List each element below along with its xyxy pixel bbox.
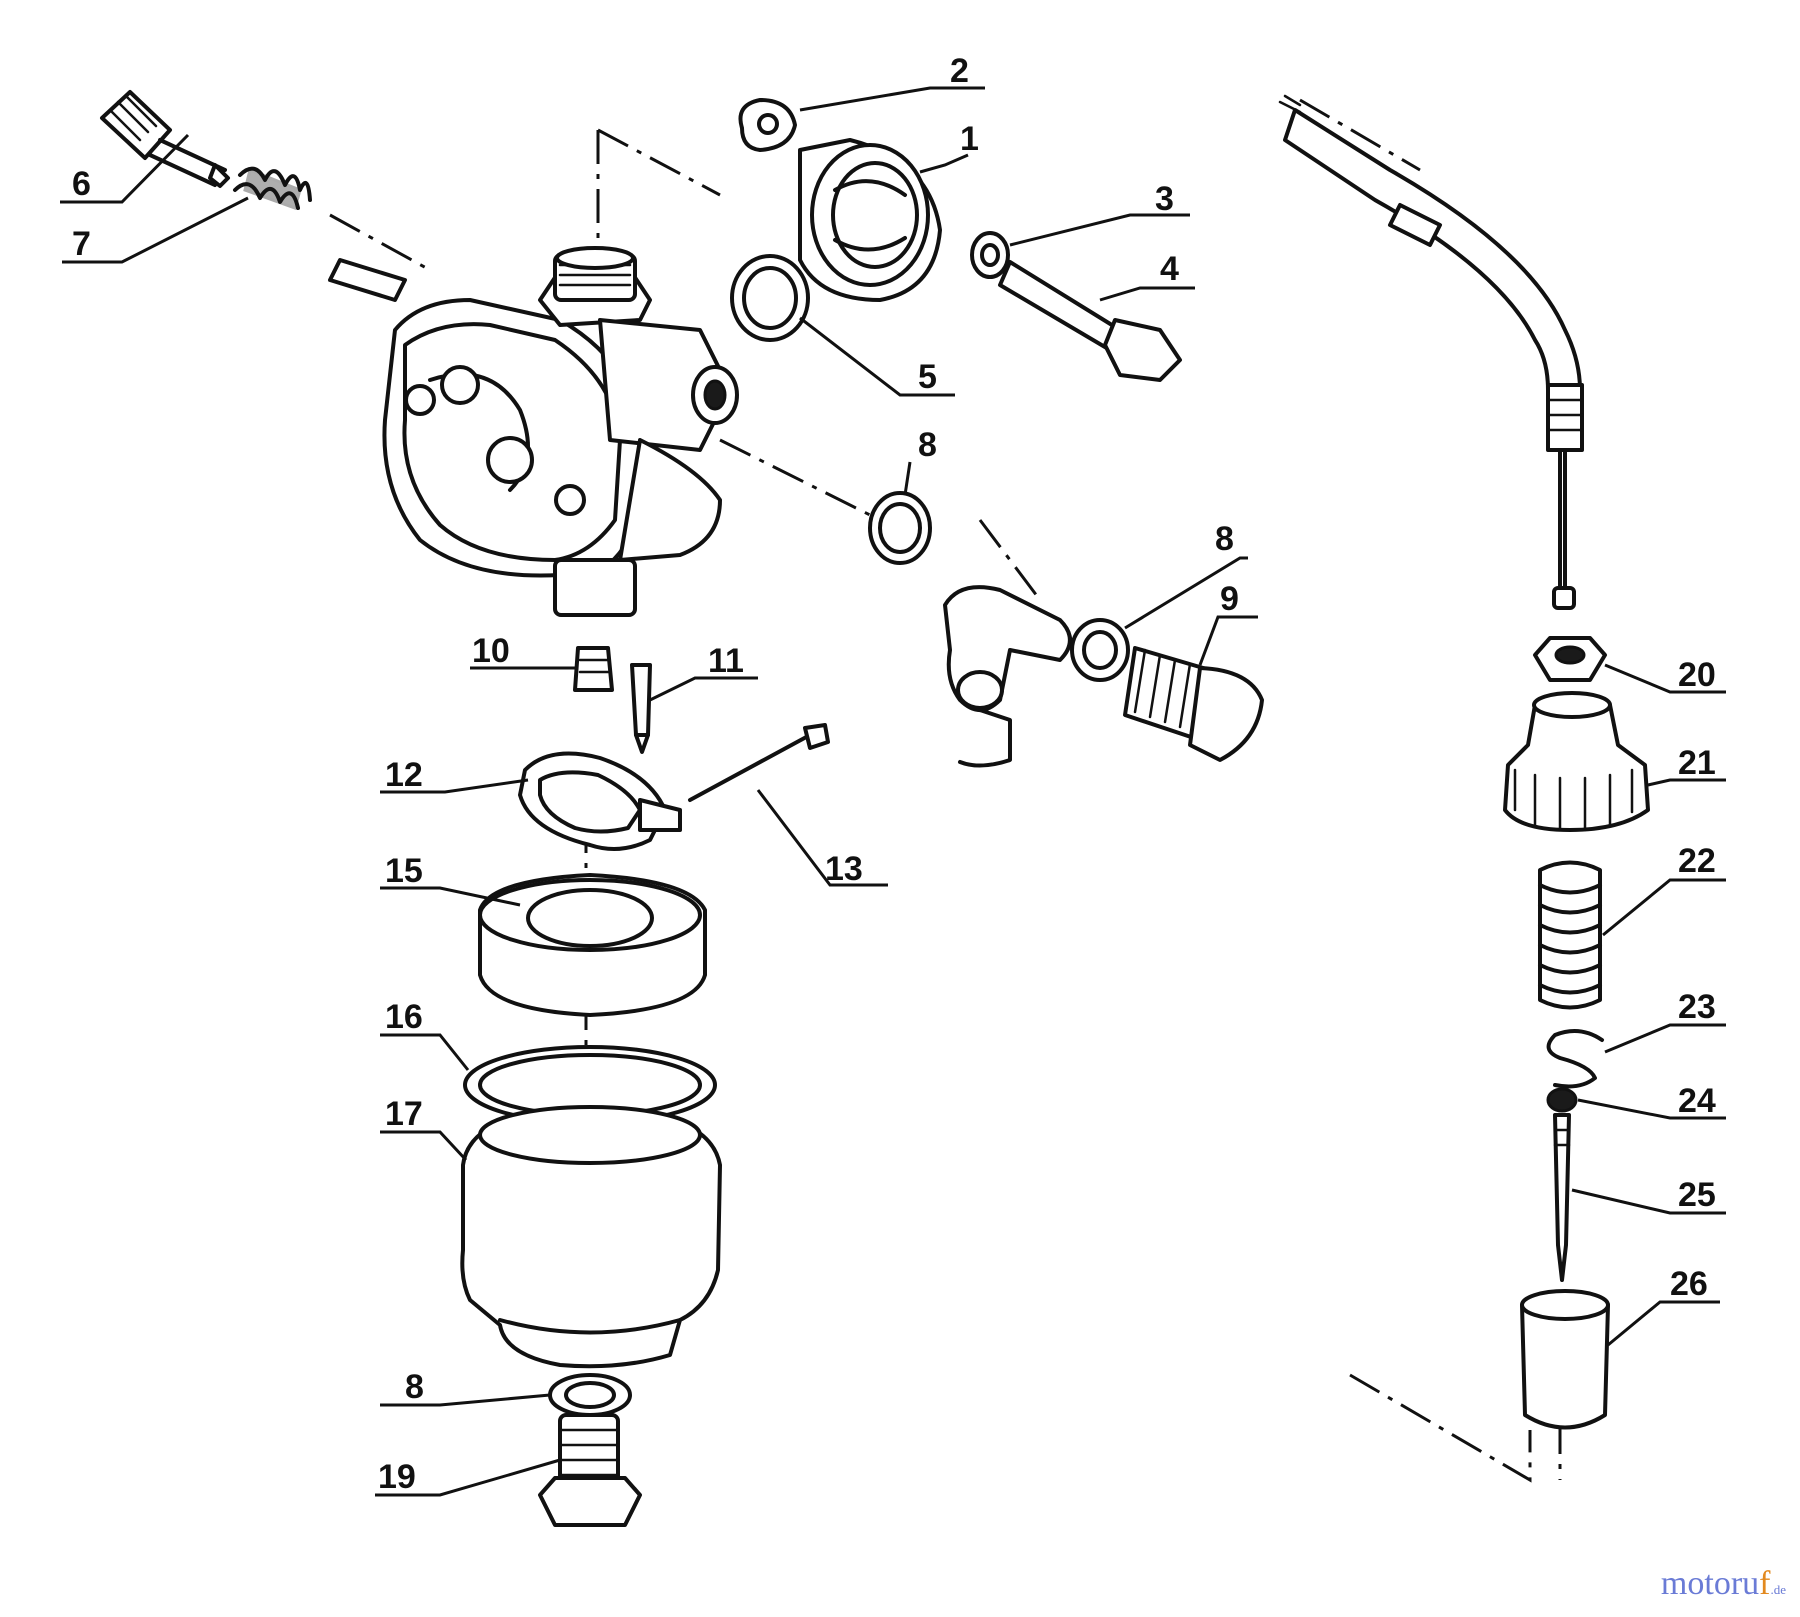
part-16-o-ring xyxy=(463,1045,717,1125)
label-part-8-upper: 8 xyxy=(918,426,937,464)
part-19-bolt xyxy=(538,1413,642,1527)
label-part-21: 21 xyxy=(1678,744,1716,782)
part-3-washer xyxy=(970,231,1010,279)
label-part-17: 17 xyxy=(385,1095,423,1133)
label-part-3: 3 xyxy=(1155,180,1174,218)
part-22-spring xyxy=(1538,860,1602,1010)
label-part-16: 16 xyxy=(385,998,423,1036)
part-5-gasket xyxy=(730,254,810,342)
label-part-6: 6 xyxy=(72,165,91,203)
throttle-cable xyxy=(1278,94,1584,610)
label-part-11: 11 xyxy=(708,642,744,680)
part-11-needle xyxy=(630,663,652,754)
label-part-20: 20 xyxy=(1678,656,1716,694)
label-part-12: 12 xyxy=(385,756,423,794)
label-part-19: 19 xyxy=(378,1458,416,1496)
part-12-float xyxy=(518,751,682,851)
carburetor-body xyxy=(328,246,739,617)
elbow-fitting xyxy=(943,585,1072,768)
part-7-spring xyxy=(233,166,312,210)
part-8-washer-upper xyxy=(868,491,932,565)
part-8-washer-lower xyxy=(548,1373,632,1417)
part-20-nut xyxy=(1533,636,1607,682)
label-part-10: 10 xyxy=(472,632,510,670)
part-26-slide xyxy=(1520,1289,1610,1430)
part-10-jet xyxy=(573,646,614,692)
label-part-15: 15 xyxy=(385,852,423,890)
watermark-accent: f xyxy=(1759,1565,1771,1602)
part-25-needle xyxy=(1553,1113,1571,1282)
label-part-25: 25 xyxy=(1678,1176,1716,1214)
label-part-4: 4 xyxy=(1160,250,1179,288)
part-4-bolt xyxy=(998,260,1182,382)
label-part-22: 22 xyxy=(1678,842,1716,880)
part-2-clip xyxy=(738,98,797,152)
part-13-pin xyxy=(688,723,830,802)
part-24-collar xyxy=(1546,1087,1578,1113)
label-part-9: 9 xyxy=(1220,580,1239,618)
part-8-washer-middle xyxy=(1070,618,1130,682)
watermark-suffix: .de xyxy=(1770,1582,1786,1597)
label-part-13: 13 xyxy=(825,850,863,888)
watermark-main: motoru xyxy=(1660,1565,1760,1602)
label-part-24: 24 xyxy=(1678,1082,1716,1120)
label-part-2: 2 xyxy=(950,52,969,90)
label-part-1: 1 xyxy=(960,120,979,158)
label-part-26: 26 xyxy=(1670,1265,1708,1303)
part-15-gasket xyxy=(478,873,707,1017)
part-9-plug xyxy=(1123,646,1264,762)
label-part-8-middle: 8 xyxy=(1215,520,1234,558)
label-part-23: 23 xyxy=(1678,988,1716,1026)
part-17-float-bowl xyxy=(460,1105,722,1369)
label-part-5: 5 xyxy=(918,358,937,396)
part-21-cap xyxy=(1503,691,1650,832)
part-1-choke-clamp xyxy=(798,138,942,302)
part-labels: 2 1 3 4 5 6 7 8 8 9 10 11 12 13 15 16 17… xyxy=(72,52,1716,1496)
label-part-8-lower: 8 xyxy=(405,1368,424,1406)
part-6-needle-screw xyxy=(100,90,230,188)
part-23-clip xyxy=(1546,1029,1604,1089)
leader-lines xyxy=(60,86,1726,1497)
label-part-7: 7 xyxy=(72,225,91,263)
watermark-logo: motoruf.de xyxy=(1661,1565,1786,1603)
